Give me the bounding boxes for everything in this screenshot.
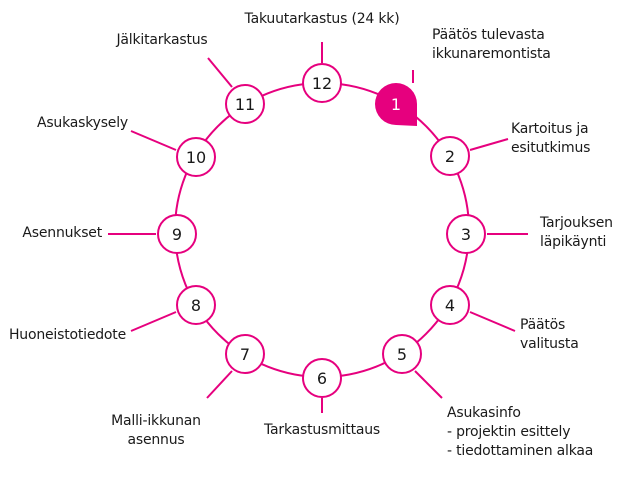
step-number: 6 xyxy=(317,369,327,388)
step-label-line: Asukasinfo xyxy=(447,405,521,421)
step-number: 3 xyxy=(461,225,471,244)
step-number: 8 xyxy=(191,296,201,315)
step-number: 11 xyxy=(235,95,255,114)
active-step-marker xyxy=(375,83,417,126)
step-label-line: - tiedottaminen alkaa xyxy=(447,443,594,459)
step-circle xyxy=(176,285,216,325)
step-label-2: Kartoitus ja esitutkimus xyxy=(511,120,590,158)
step-label-line: - projektin esittely xyxy=(447,424,571,440)
step-label-line: Tarjouksen xyxy=(540,215,613,231)
step-label-line: Huoneistotiedote xyxy=(8,327,126,343)
step-node-7: 7 xyxy=(225,334,265,374)
step-label-9: Asennukset xyxy=(22,224,102,243)
step-label-line: Päätös xyxy=(520,317,566,333)
step-label-line: ikkunaremontista xyxy=(432,46,551,62)
leader-line-5 xyxy=(414,370,443,399)
step-circle xyxy=(446,214,486,254)
step-label-line: asennus xyxy=(127,432,185,448)
step-circle xyxy=(176,137,216,177)
step-label-line: valitusta xyxy=(520,336,579,352)
step-number: 4 xyxy=(445,296,455,315)
step-node-1: 1 xyxy=(375,83,417,126)
step-label-line: Tarkastusmittaus xyxy=(263,422,381,438)
step-label-line: Asennukset xyxy=(22,225,102,241)
step-node-2: 2 xyxy=(430,136,470,176)
leader-line-4 xyxy=(469,311,516,332)
step-label-line: Jälkitarkastus xyxy=(116,32,208,48)
leader-line-2 xyxy=(469,138,509,151)
leader-line-11 xyxy=(207,57,233,88)
step-circle xyxy=(225,84,265,124)
step-number: 7 xyxy=(240,345,250,364)
step-label-line: Kartoitus ja xyxy=(511,121,589,137)
step-label-10: Asukaskysely xyxy=(37,114,128,133)
step-label-8: Huoneistotiedote xyxy=(9,326,126,345)
step-node-5: 5 xyxy=(382,334,422,374)
step-circle xyxy=(157,214,197,254)
step-circle xyxy=(225,334,265,374)
step-label-line: läpikäynti xyxy=(540,234,607,250)
step-circle xyxy=(430,285,470,325)
cycle-ring xyxy=(174,82,470,378)
step-node-11: 11 xyxy=(225,84,265,124)
step-node-8: 8 xyxy=(176,285,216,325)
step-label-11: Jälkitarkastus xyxy=(116,31,207,50)
step-label-4: Päätös valitusta xyxy=(520,316,579,354)
step-number: 9 xyxy=(172,225,182,244)
step-label-line: Malli-ikkunan xyxy=(111,413,201,429)
step-label-1: Päätös tulevasta ikkunaremontista xyxy=(432,26,551,64)
step-node-6: 6 xyxy=(302,358,342,398)
step-label-3: Tarjouksen läpikäynti xyxy=(540,214,613,252)
step-node-9: 9 xyxy=(157,214,197,254)
step-node-3: 3 xyxy=(446,214,486,254)
step-label-line: esitutkimus xyxy=(511,140,591,156)
step-number: 12 xyxy=(312,74,332,93)
step-node-4: 4 xyxy=(430,285,470,325)
leader-line-8 xyxy=(130,311,177,332)
step-label-7: Malli-ikkunan asennus xyxy=(111,412,201,450)
step-node-12: 12 xyxy=(302,63,342,103)
step-label-line: Takuutarkastus (24 kk) xyxy=(244,11,400,27)
step-label-line: Asukaskysely xyxy=(36,115,128,131)
step-number: 1 xyxy=(391,95,401,114)
step-circle xyxy=(302,358,342,398)
step-label-5: Asukasinfo - projektin esittely - tiedotta… xyxy=(447,404,593,461)
step-circle xyxy=(430,136,470,176)
step-number: 5 xyxy=(397,345,407,364)
step-circle xyxy=(382,334,422,374)
step-label-12: Takuutarkastus (24 kk) xyxy=(245,10,400,29)
step-number: 10 xyxy=(186,148,206,167)
leader-line-10 xyxy=(130,130,177,151)
step-label-line: Päätös tulevasta xyxy=(432,27,545,43)
leader-line-7 xyxy=(206,370,233,399)
step-circle xyxy=(302,63,342,103)
step-number: 2 xyxy=(445,147,455,166)
step-node-10: 10 xyxy=(176,137,216,177)
step-label-6: Tarkastusmittaus xyxy=(264,421,380,440)
